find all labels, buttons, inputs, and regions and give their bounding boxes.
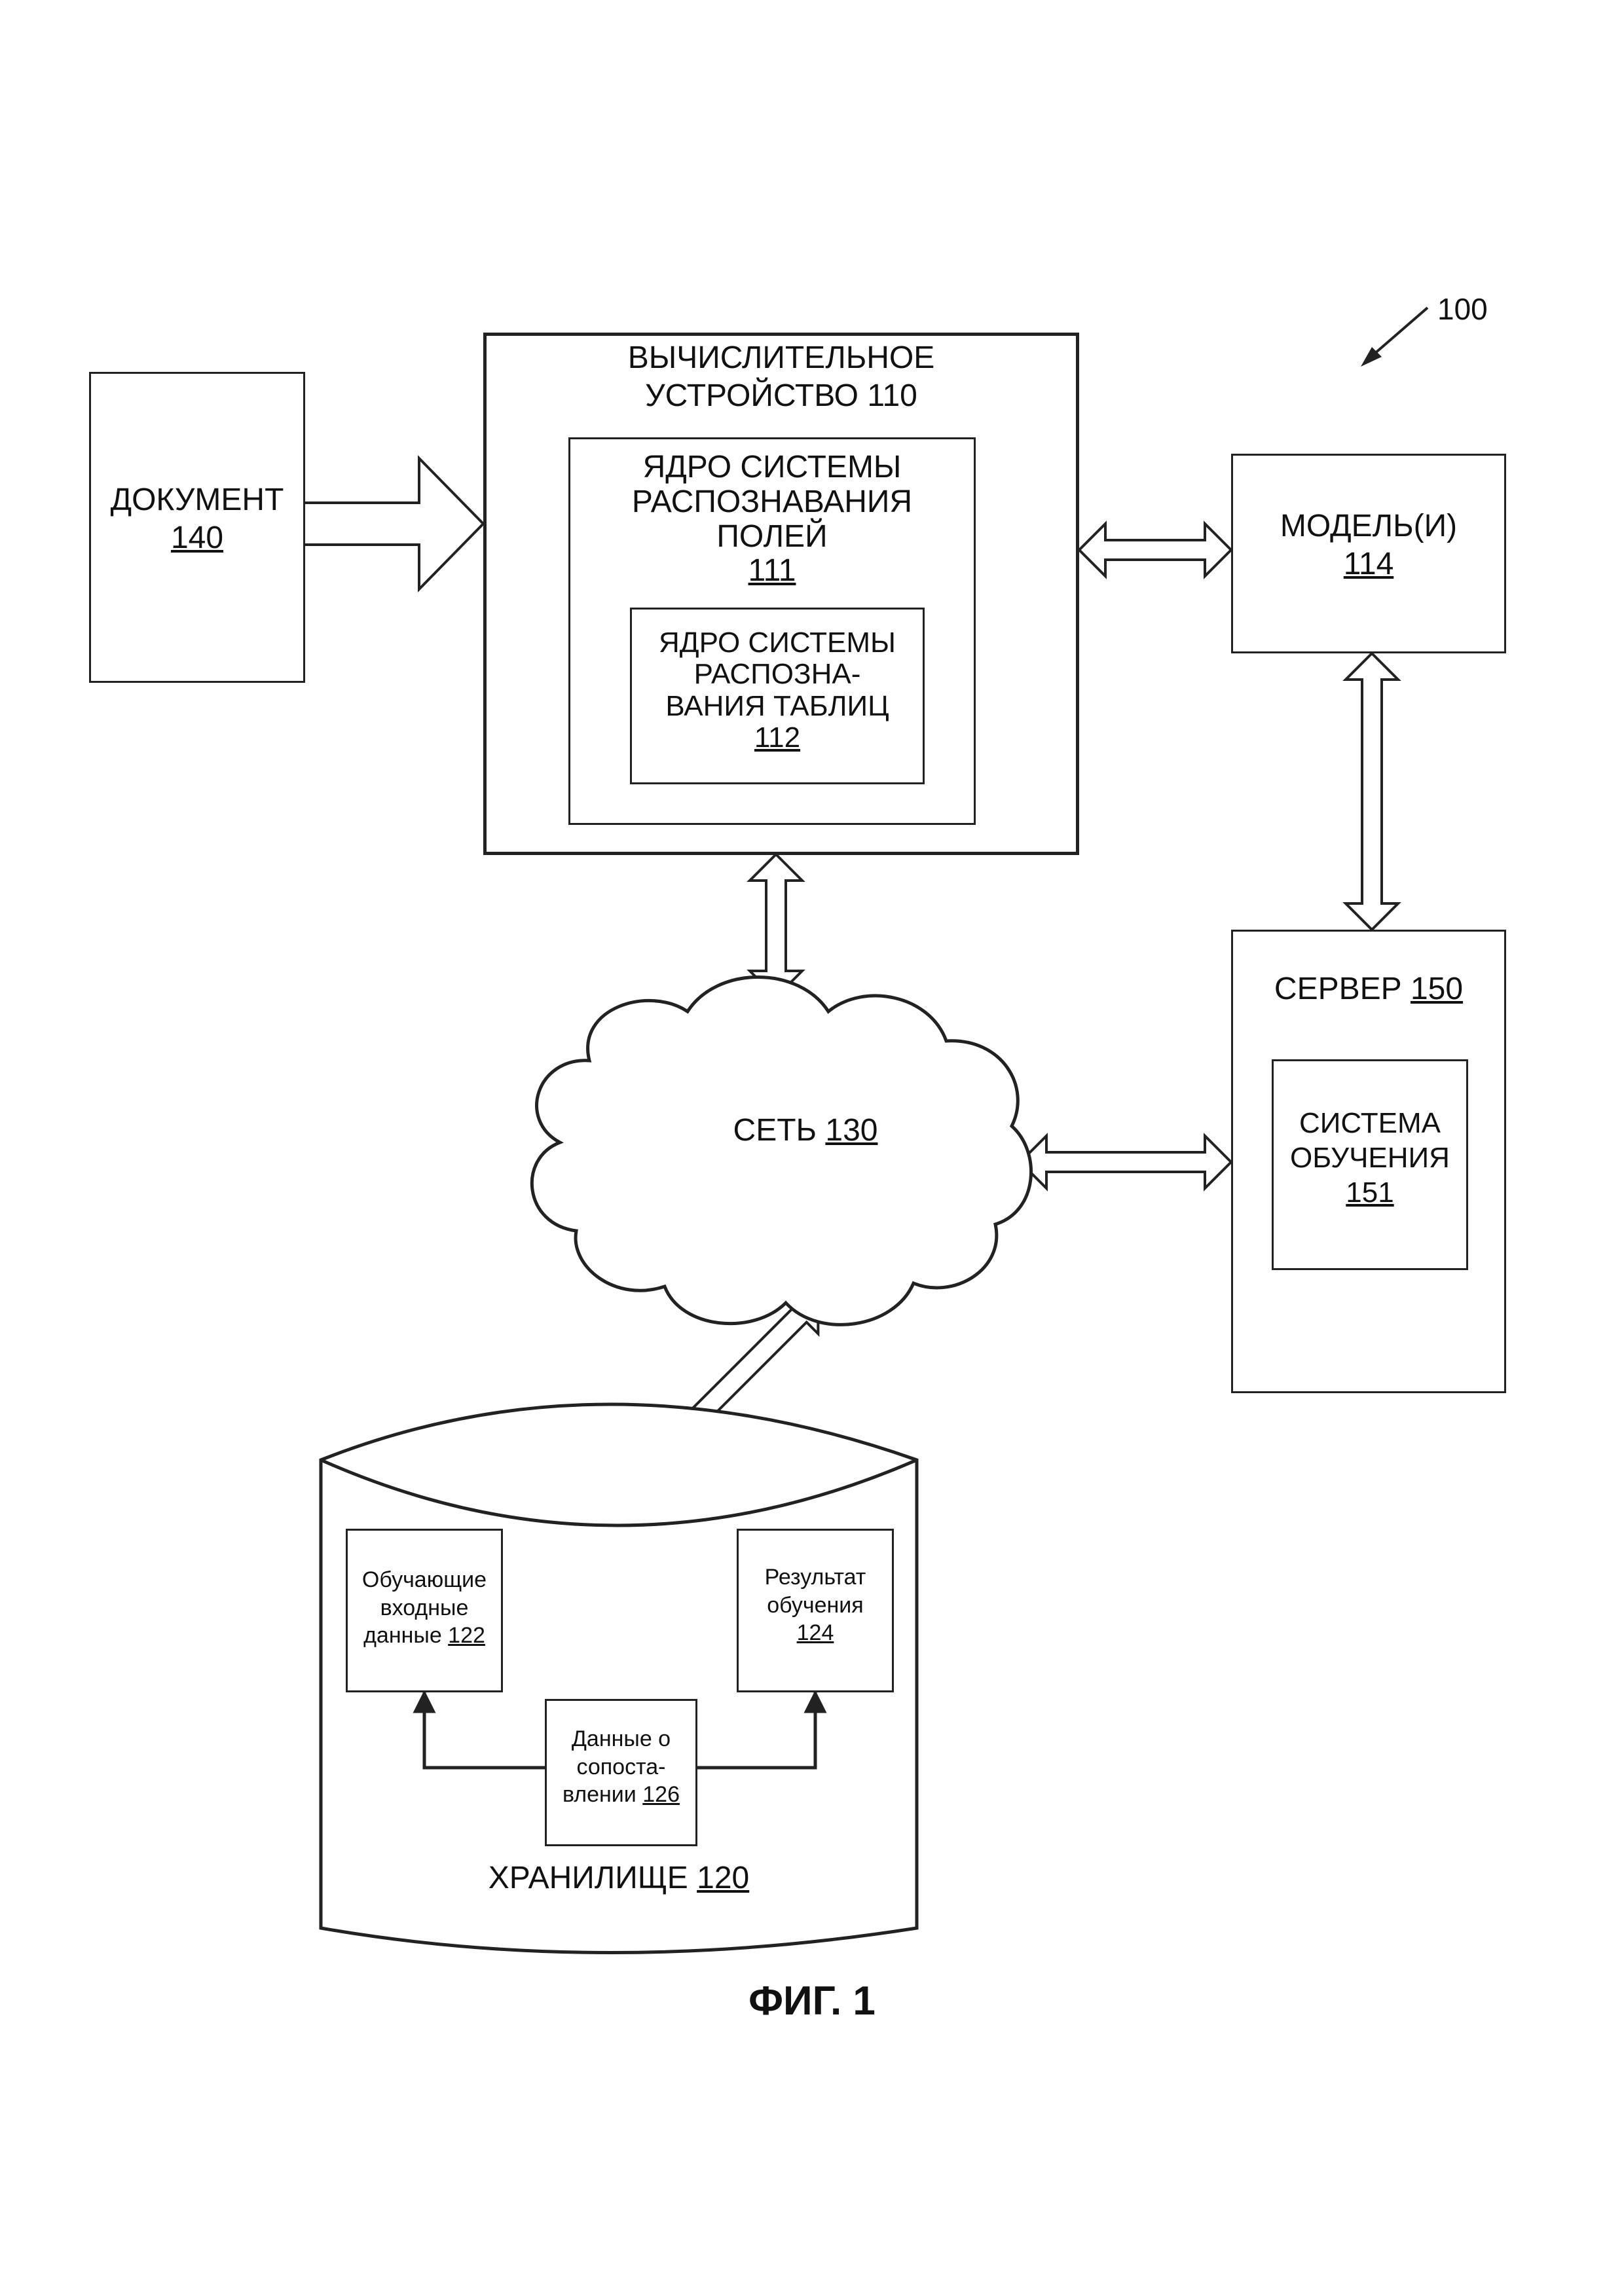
network-ref: 130	[825, 1113, 878, 1148]
field-engine-line3: ПОЛЕЙ	[716, 519, 828, 554]
network-label: СЕТЬ 130	[674, 1112, 936, 1150]
training-input-line1: Обучающие	[361, 1567, 487, 1592]
field-engine-line2: РАСПОЗНАВАНИЯ	[631, 484, 913, 519]
field-engine-ref: 111	[748, 553, 796, 589]
mapping-data-ref: 126	[642, 1782, 680, 1807]
mapping-data-box	[545, 1699, 697, 1846]
training-input-ref: 122	[448, 1623, 485, 1648]
mapping-data-line3: влении	[563, 1782, 643, 1807]
storage-title: ХРАНИЛИЩЕ	[488, 1861, 697, 1895]
computing-device-title-line2: УСТРОЙСТВО 110	[645, 378, 917, 413]
server-label: СЕРВЕР 150	[1231, 970, 1506, 1008]
training-result-label: Результат обучения 124	[737, 1563, 894, 1647]
field-engine-label: ЯДРО СИСТЕМЫ РАСПОЗНАВАНИЯ ПОЛЕЙ 111	[568, 450, 976, 589]
mapping-data-label: Данные о сопоста- влении 126	[545, 1725, 697, 1809]
figure-reference-number: 100	[1437, 292, 1488, 326]
models-box	[1231, 454, 1506, 653]
server-title: СЕРВЕР	[1274, 972, 1411, 1006]
training-system-box	[1272, 1059, 1468, 1270]
server-ref: 150	[1410, 972, 1464, 1006]
training-result-line1: Результат	[764, 1565, 866, 1590]
models-title: МОДЕЛЬ(И)	[1280, 509, 1458, 543]
document-label: ДОКУМЕНТ 140	[89, 481, 305, 556]
computing-device-title-line1: ВЫЧИСЛИТЕЛЬНОЕ	[627, 340, 935, 375]
mapping-data-line1: Данные о	[571, 1726, 671, 1751]
table-engine-line3: ВАНИЯ ТАБЛИЦ	[665, 689, 889, 722]
models-server-double-arrow	[1342, 651, 1401, 932]
training-system-label: СИСТЕМА ОБУЧЕНИЯ 151	[1272, 1106, 1468, 1210]
storage-ref: 120	[697, 1861, 750, 1895]
ref-100-pointer-head	[1361, 347, 1382, 367]
training-input-line2: входные	[380, 1595, 469, 1620]
storage-label: ХРАНИЛИЩЕ 120	[393, 1859, 845, 1897]
document-to-device-arrow	[304, 455, 485, 592]
mapping-data-line2: сопоста-	[576, 1754, 666, 1779]
training-result-ref: 124	[796, 1620, 834, 1645]
training-input-box	[346, 1529, 503, 1692]
table-engine-line2: РАСПОЗНА-	[693, 658, 861, 691]
mapping-to-input-connector	[413, 1690, 545, 1770]
network-title: СЕТЬ	[733, 1113, 826, 1148]
training-result-box	[737, 1529, 894, 1692]
document-title: ДОКУМЕНТ	[110, 483, 284, 517]
document-ref: 140	[170, 520, 224, 555]
training-system-line2: ОБУЧЕНИЯ	[1290, 1141, 1450, 1174]
training-system-ref: 151	[1346, 1176, 1394, 1209]
storage-cylinder-rim	[320, 1458, 917, 1527]
mapping-to-result-connector	[697, 1690, 827, 1770]
ref-100-pointer	[1367, 306, 1429, 360]
training-system-line1: СИСТЕМА	[1299, 1107, 1441, 1139]
document-box	[89, 372, 305, 683]
table-engine-box	[630, 608, 925, 784]
training-input-label: Обучающие входные данные 122	[346, 1566, 503, 1650]
table-engine-ref: 112	[754, 721, 801, 754]
device-models-double-arrow	[1077, 520, 1233, 579]
network-server-double-arrow	[1018, 1133, 1233, 1192]
models-label: МОДЕЛЬ(И) 114	[1231, 507, 1506, 583]
figure-caption: ФИГ. 1	[748, 1978, 876, 2024]
table-engine-label: ЯДРО СИСТЕМЫ РАСПОЗНА- ВАНИЯ ТАБЛИЦ 112	[630, 627, 925, 754]
table-engine-line1: ЯДРО СИСТЕМЫ	[659, 627, 896, 659]
training-input-line3: данные	[363, 1623, 449, 1648]
training-result-line2: обучения	[767, 1592, 864, 1618]
network-cloud	[530, 975, 1033, 1326]
models-ref: 114	[1343, 546, 1394, 581]
computing-device-title: ВЫЧИСЛИТЕЛЬНОЕ УСТРОЙСТВО 110	[483, 339, 1079, 414]
field-engine-line1: ЯДРО СИСТЕМЫ	[642, 450, 902, 484]
